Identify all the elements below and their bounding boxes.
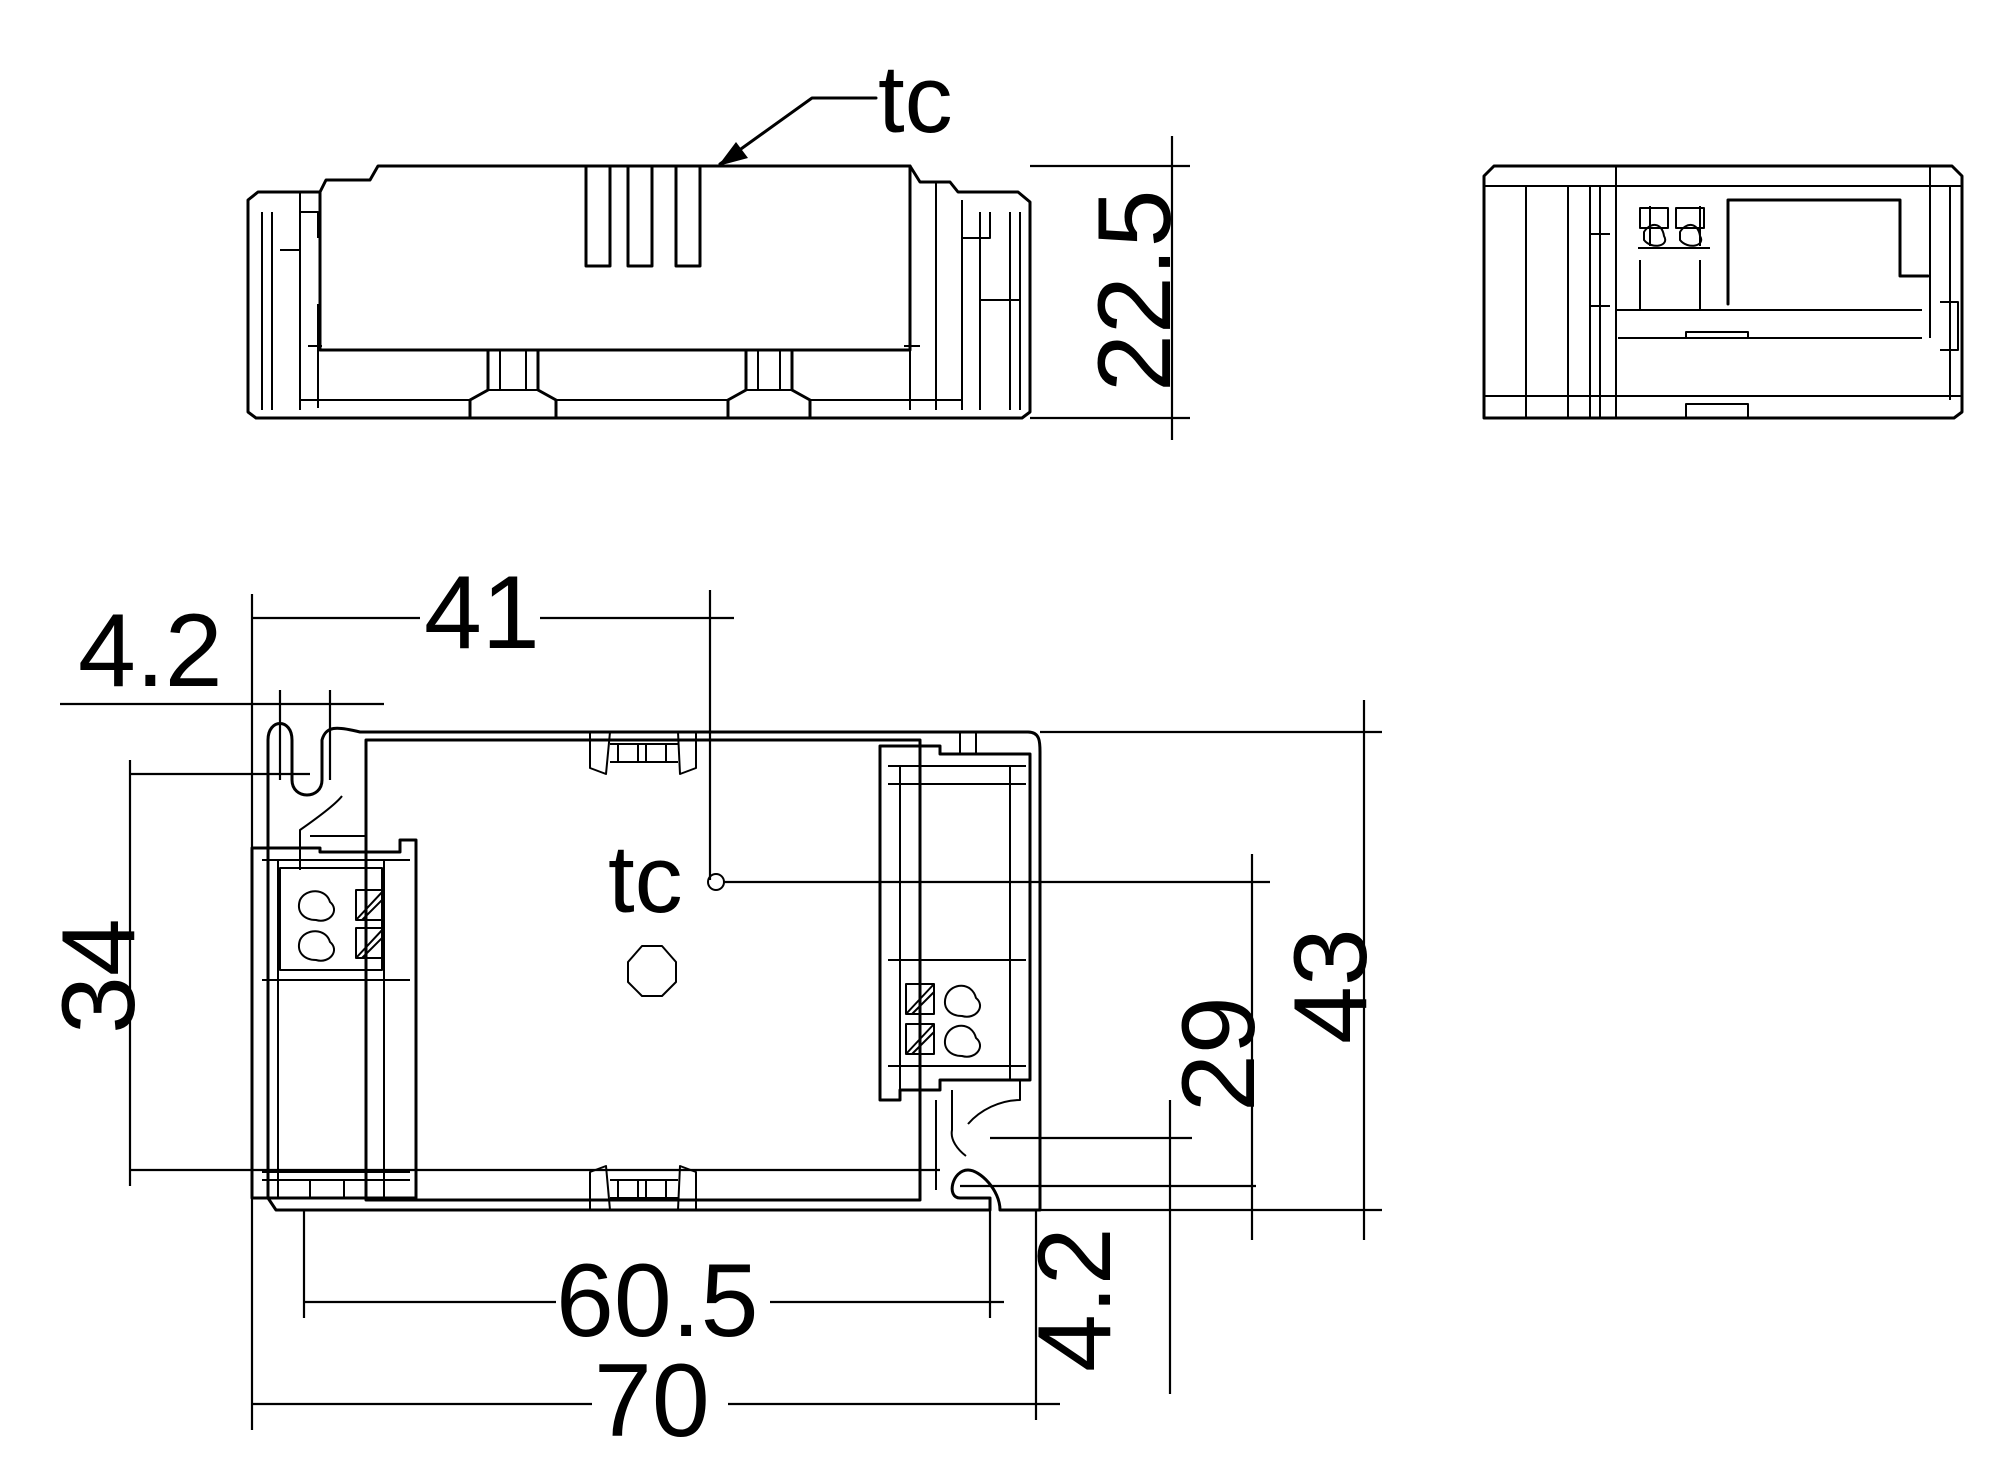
hole-offset-bottom-dimension: 4.2 xyxy=(1017,1227,1133,1372)
end-view xyxy=(1482,164,1964,420)
tc-top-label: tc xyxy=(608,826,683,933)
tc-offset-x-dimension: 41 xyxy=(424,555,540,671)
height-dimension: 22.5 xyxy=(1077,190,1193,392)
width-dimension: 43 xyxy=(1273,928,1389,1044)
top-view-dimensions: 41 4.2 34 29 43 4.2 60.5 70 xyxy=(41,555,1389,1459)
hole-spacing-y-dimension: 34 xyxy=(41,918,157,1034)
length-dimension: 70 xyxy=(594,1343,710,1459)
mount-hole-offset-dimension: 4.2 xyxy=(78,593,223,709)
top-view: tc xyxy=(250,722,1042,1212)
tc-side-label: tc xyxy=(878,46,953,153)
tc-offset-y-dimension: 29 xyxy=(1161,996,1277,1112)
hole-spacing-x-dimension: 60.5 xyxy=(556,1243,758,1359)
side-view: tc 22.5 xyxy=(246,46,1193,440)
